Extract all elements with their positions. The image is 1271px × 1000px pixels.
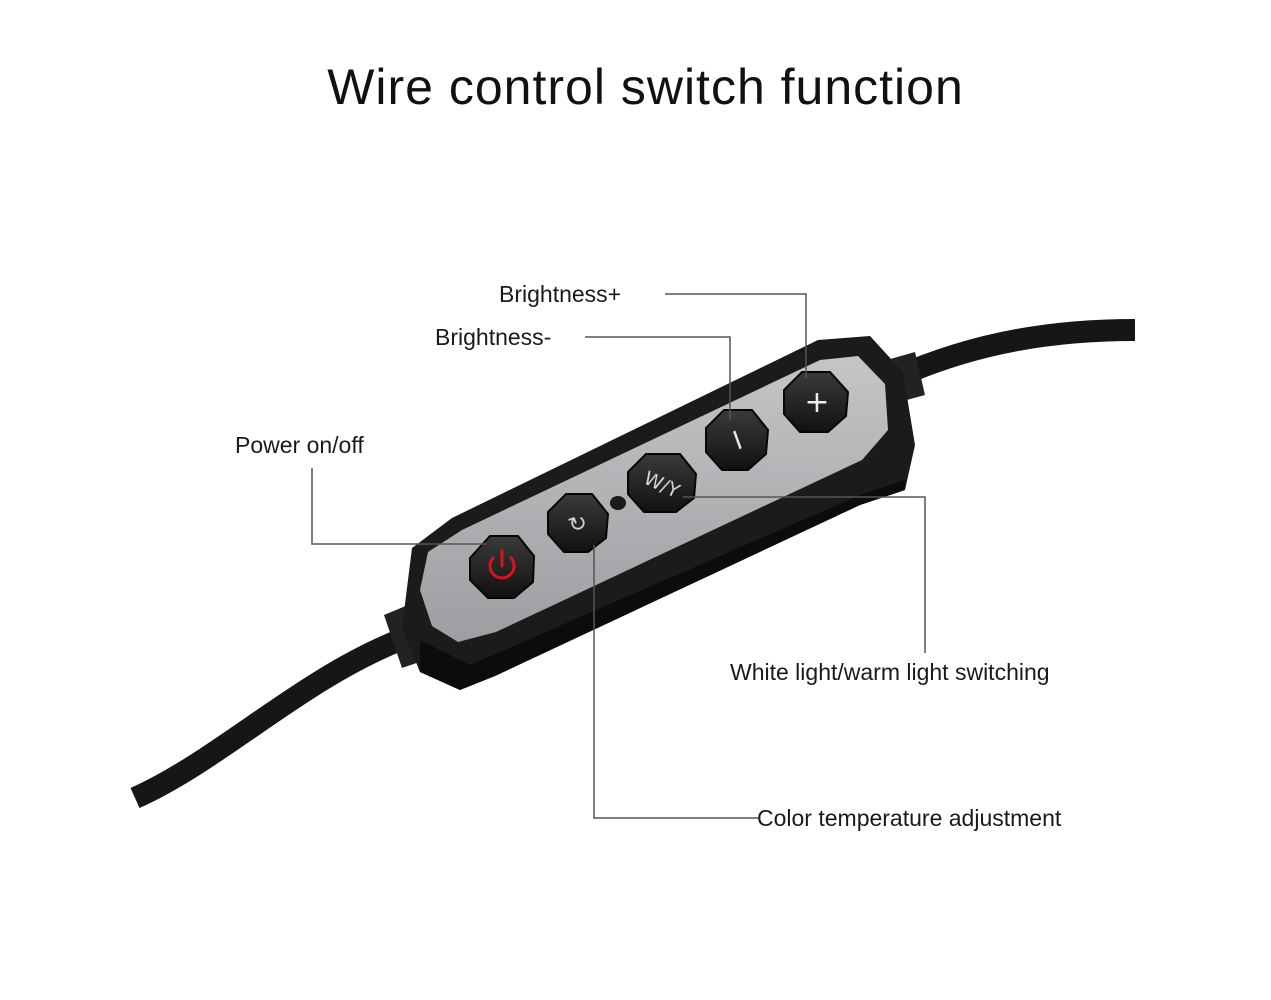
- remote-body-shade: [420, 480, 905, 690]
- leader-white-warm: [683, 496, 926, 653]
- color-temp-button[interactable]: ↻: [547, 493, 610, 553]
- label-white-warm: White light/warm light switching: [730, 659, 1050, 685]
- indicator-led: [610, 496, 626, 510]
- leader-lines: [311, 293, 926, 819]
- leader-color-temp: [593, 545, 758, 819]
- power-icon: [488, 549, 516, 580]
- leader-brightness-plus: [665, 293, 807, 378]
- brightness-plus-button[interactable]: +: [783, 371, 850, 433]
- label-brightness-minus: Brightness-: [435, 324, 552, 350]
- label-color-temp: Color temperature adjustment: [757, 805, 1062, 831]
- label-brightness-plus: Brightness+: [499, 281, 622, 307]
- power-button[interactable]: [469, 535, 536, 599]
- diagram-title: Wire control switch function: [327, 59, 964, 115]
- plus-icon: +: [804, 385, 829, 420]
- leader-power: [311, 468, 486, 545]
- white-warm-button[interactable]: W/Y: [627, 453, 698, 513]
- cable-right: [890, 319, 1136, 389]
- label-power: Power on/off: [235, 432, 364, 458]
- leader-brightness-minus: [585, 336, 731, 420]
- brightness-minus-button[interactable]: −: [705, 409, 770, 471]
- cable-left: [130, 629, 405, 809]
